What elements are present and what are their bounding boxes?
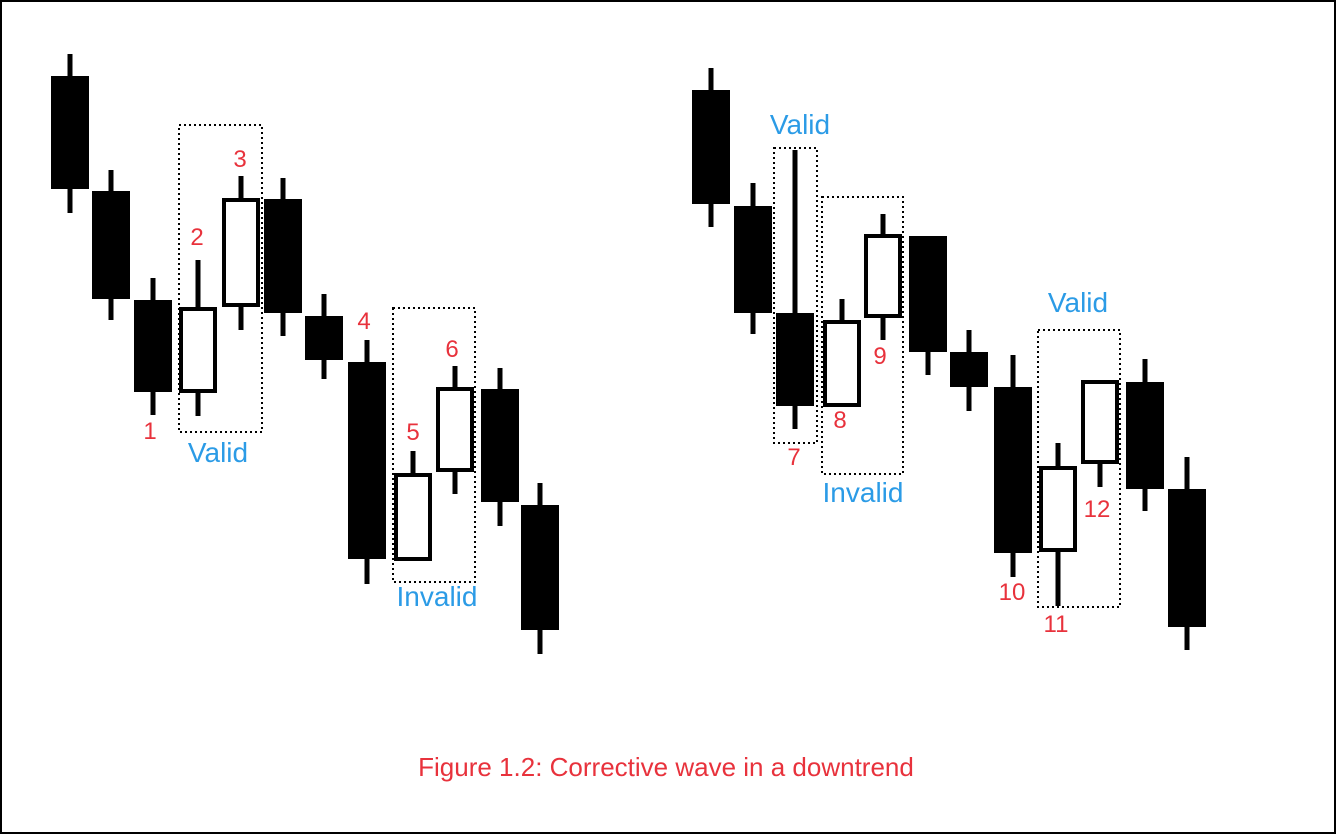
- candle-body: [1039, 466, 1077, 552]
- bearish-candle: [92, 170, 130, 320]
- dotted-selection-box: [821, 196, 904, 475]
- bearish-candle: [481, 368, 519, 526]
- candle-body: [1168, 489, 1206, 627]
- bearish-candle: [521, 483, 559, 654]
- candle-body: [909, 236, 947, 352]
- candle-number-label: 11: [1044, 611, 1069, 638]
- candle-body: [1126, 382, 1164, 489]
- dotted-selection-box: [773, 147, 818, 444]
- candle-body: [994, 387, 1032, 553]
- bearish-candle: [264, 178, 302, 336]
- candle-body: [823, 320, 861, 407]
- bearish-candle: [348, 340, 386, 584]
- candle-number-label: 5: [406, 419, 419, 446]
- bullish-candle: [436, 366, 474, 494]
- bearish-candle: [692, 68, 730, 227]
- bullish-candle: [222, 176, 260, 330]
- bullish-candle: [1039, 443, 1077, 606]
- dotted-selection-box: [1037, 329, 1121, 608]
- bullish-candle: [823, 299, 861, 407]
- bearish-candle: [134, 278, 172, 415]
- bearish-candle: [776, 150, 814, 429]
- candle-number-label: 8: [833, 407, 846, 434]
- validity-label: Invalid: [823, 477, 904, 508]
- candle-number-label: 10: [999, 579, 1026, 606]
- candle-number-label: 9: [873, 343, 886, 370]
- bearish-candle: [1168, 457, 1206, 650]
- candle-number-label: 4: [357, 308, 370, 335]
- candle-number-label: 2: [190, 224, 203, 251]
- candle-body: [179, 307, 217, 393]
- candle-body: [692, 90, 730, 204]
- candle-body: [950, 352, 988, 387]
- candle-body: [348, 362, 386, 559]
- candle-body: [481, 389, 519, 502]
- bearish-candle: [994, 355, 1032, 577]
- validity-label: Invalid: [397, 581, 478, 612]
- candle-body: [776, 313, 814, 406]
- validity-label: Valid: [770, 109, 830, 140]
- candle-number-label: 6: [445, 336, 458, 363]
- bearish-candle: [909, 236, 947, 375]
- candle-body: [394, 473, 432, 561]
- candle-body: [51, 76, 89, 189]
- validity-label: Valid: [188, 437, 248, 468]
- candle-body: [1081, 380, 1119, 464]
- dotted-selection-box: [392, 307, 476, 583]
- bearish-candle: [950, 330, 988, 411]
- bearish-candle: [51, 54, 89, 213]
- candle-number-label: 3: [233, 146, 246, 173]
- candle-body: [864, 234, 902, 318]
- dotted-selection-box: [178, 124, 263, 433]
- bullish-candle: [864, 214, 902, 340]
- candle-body: [134, 300, 172, 392]
- candle-body: [264, 199, 302, 313]
- candle-number-label: 1: [143, 418, 156, 445]
- candle-body: [436, 387, 474, 472]
- bearish-candle: [1126, 359, 1164, 511]
- bullish-candle: [1081, 380, 1119, 487]
- figure-caption: Figure 1.2: Corrective wave in a downtre…: [418, 752, 914, 782]
- bearish-candle: [734, 183, 772, 334]
- bullish-candle: [179, 260, 217, 416]
- candle-body: [92, 191, 130, 299]
- bearish-candle: [305, 294, 343, 379]
- validity-label: Valid: [1048, 287, 1108, 318]
- candle-body: [521, 505, 559, 630]
- candle-number-label: 12: [1084, 496, 1111, 523]
- bullish-candle: [394, 451, 432, 561]
- candle-number-label: 7: [787, 444, 800, 471]
- candle-body: [734, 206, 772, 313]
- candle-body: [305, 316, 343, 360]
- candle-body: [222, 198, 260, 307]
